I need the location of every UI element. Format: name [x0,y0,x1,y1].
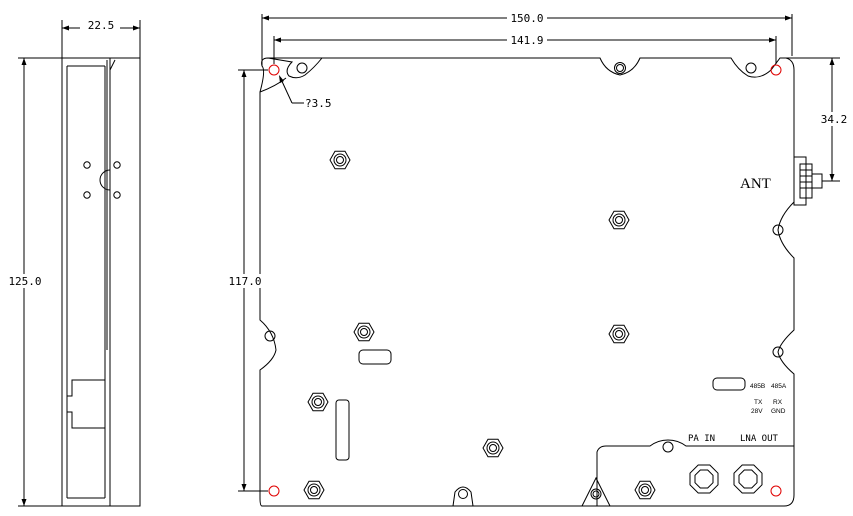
top-dimensions [238,14,840,492]
side-dimensions [18,20,141,507]
slot-connector [358,349,392,365]
side-hole-icon [83,191,91,199]
ear-hole-icon [614,62,626,74]
standoffs [303,150,656,507]
side-body-left [61,57,111,507]
label-485a: 485A [771,383,787,390]
lna-out-connector-icon [733,464,763,494]
standoff-icon [608,324,630,344]
dim-side-height: 125.0 [8,275,41,288]
dim-connector-offset: 34.2 [821,113,848,126]
top-view [259,57,832,507]
dim-hole-spacing-height: 117.0 [228,275,261,288]
mount-holes [268,64,782,497]
side-hole-icon [113,191,121,199]
label-rx: RX [773,399,783,406]
standoff-icon [482,438,504,458]
ear-hole-icon [772,224,784,236]
side-hole-icon [83,161,91,169]
ear-hole-icon [616,64,624,72]
ear-hole-icon [772,346,784,358]
mount-hole-icon [268,485,280,497]
ear-hole-icon [296,62,308,74]
label-antenna: ANT [740,176,771,192]
corner-edge [259,77,287,93]
slot-vertical [335,399,350,461]
dim-side-width: 22.5 [88,19,115,32]
rs485-connector [712,377,746,391]
standoff-icon [634,480,656,500]
dim-overall-width: 150.0 [510,12,543,25]
standoff-icon [452,486,474,507]
standoff-icon [307,392,329,412]
dim-hole-diameter: ?3.5 [305,97,332,110]
side-connector-block [66,379,106,429]
standoff-icon [608,210,630,230]
mount-hole-icon [770,485,782,497]
label-lna-out: LNA OUT [740,434,779,444]
standoff-icon [303,480,325,500]
side-view [61,57,141,507]
bottom-bay-edge [596,439,794,506]
standoff-icon [353,322,375,342]
side-hole-icon [113,161,121,169]
ear-hole-icon [662,441,674,453]
standoff-icon [581,476,611,507]
dim-hole-spacing-width: 141.9 [510,34,543,47]
standoff-icon [329,150,351,170]
side-body-right [109,57,141,507]
plate-outline [259,57,795,507]
label-485b: 485B [750,383,765,390]
ear-hole-icon [745,62,757,74]
ear-hole-icon [264,330,276,342]
antenna-connector-icon [793,156,832,206]
label-tx: TX [754,399,763,406]
label-pa-in: PA IN [688,434,715,444]
pa-in-connector-icon [689,464,719,494]
mount-hole-icon [268,64,280,76]
side-cutout [99,169,111,191]
mount-hole-icon [770,64,782,76]
label-gnd: GND [771,408,786,415]
label-28v: 28V [751,408,763,415]
